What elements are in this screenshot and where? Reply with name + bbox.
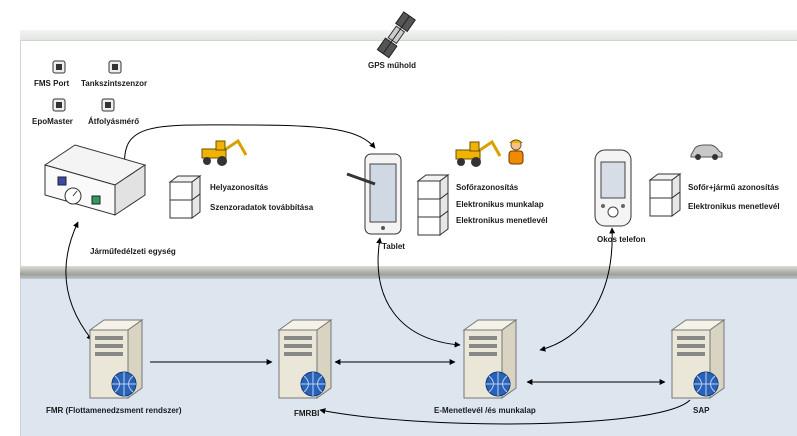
smartphone-icon [591, 148, 635, 235]
server-icon [84, 318, 148, 407]
server-label-fmr: FMR (Flottamenedzsment rendszer) [46, 406, 182, 415]
server-label-emenetlevel: E-Menetlevél /és munkalap [434, 406, 536, 415]
feature-onboard-2: Szenzoradatok továbbítása [210, 203, 314, 212]
feature-phone-2: Elektronikus menetlevél [688, 202, 780, 211]
onboard-unit-label: Járműfedélzeti egység [90, 247, 176, 256]
worker-icon [506, 138, 526, 171]
server-label-fmrbi: FMRBI [294, 409, 320, 418]
epomaster-icon [52, 98, 66, 117]
feature-cubes-icon [168, 174, 202, 229]
server-icon [273, 318, 337, 407]
landscape-strip-top [20, 30, 797, 42]
car-icon [688, 142, 724, 167]
feature-tablet-1: Sofőrazonosítás [456, 183, 519, 192]
excavator-icon [452, 138, 504, 173]
sensor-label-flow-meter: Átfolyásmérő [88, 117, 140, 126]
feature-cubes-icon [416, 173, 450, 246]
onboard-unit-icon [40, 140, 150, 225]
feature-cubes-icon [648, 172, 682, 227]
feature-onboard-1: Helyazonosítás [210, 183, 269, 192]
server-icon [666, 318, 730, 407]
satellite-icon [368, 10, 424, 69]
tank-level-sensor-icon [108, 60, 122, 79]
flow-meter-icon [101, 98, 115, 117]
sensor-label-fms-port: FMS Port [34, 79, 70, 88]
sensor-label-epomaster: EpoMaster [32, 117, 73, 126]
tablet-icon [345, 150, 407, 243]
satellite-label: GPS műhold [368, 61, 416, 70]
sensor-label-tank: Tankszintszenzor [81, 79, 148, 88]
tablet-label: Tablet [382, 242, 405, 251]
server-icon [458, 318, 522, 407]
feature-tablet-3: Elektronikus menetlevél [456, 216, 548, 225]
fms-port-icon [52, 60, 66, 79]
excavator-icon [198, 137, 250, 172]
smartphone-label: Okos telefon [597, 235, 646, 244]
feature-tablet-2: Elektronikus munkalap [456, 200, 544, 209]
feature-phone-1: Sofőr+jármű azonosítás [688, 183, 779, 192]
server-label-sap: SAP [693, 406, 710, 415]
